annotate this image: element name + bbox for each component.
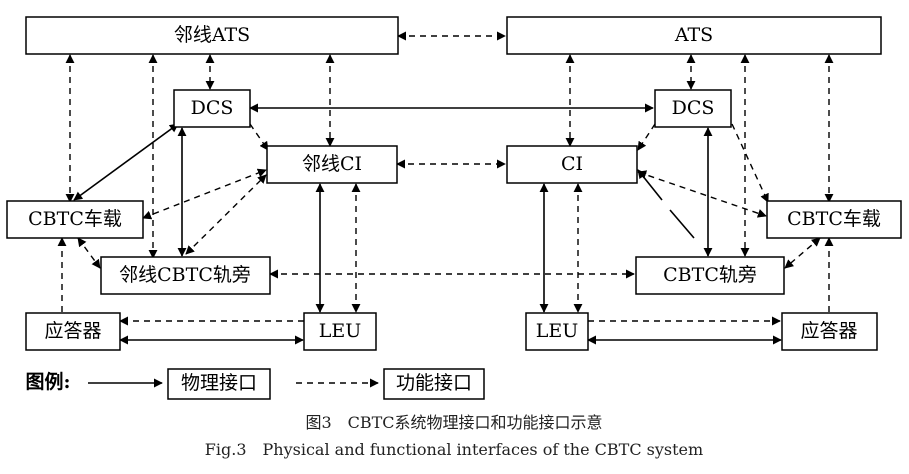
legend-physical: 物理接口: [167, 368, 271, 400]
legend-label: 图例:: [25, 370, 70, 393]
leu-right-label: LEU: [536, 320, 579, 342]
link-onboard-wayside-right: [784, 237, 821, 269]
link-dcs-onboard-right: [731, 123, 769, 203]
box-cbtc-onboard-left: CBTC车载: [6, 200, 144, 239]
ats-right-label: ATS: [674, 24, 713, 46]
link-wayside-ci-left: [185, 174, 267, 255]
link-wayside-ci-right-head: [637, 169, 663, 201]
dcs-left-label: DCS: [191, 97, 234, 119]
box-ci-left: 邻线CI: [266, 145, 398, 184]
caption-cn: 图3 CBTC系统物理接口和功能接口示意: [305, 413, 602, 432]
box-ats-left: 邻线ATS: [25, 16, 399, 55]
box-leu-right: LEU: [525, 312, 589, 351]
box-dcs-right: DCS: [654, 89, 732, 128]
cbtc-onboard-right-label: CBTC车载: [787, 208, 881, 230]
cbtc-wayside-left-label: 邻线CBTC轨旁: [119, 264, 251, 286]
legend-functional-label: 功能接口: [396, 372, 472, 394]
box-cbtc-onboard-right: CBTC车载: [766, 200, 902, 239]
caption-en: Fig.3 Physical and functional interfaces…: [205, 440, 703, 459]
physical-links: [73, 103, 782, 388]
ats-left-label: 邻线ATS: [174, 24, 250, 46]
box-balise-left: 应答器: [25, 312, 121, 351]
legend-physical-label: 物理接口: [181, 372, 257, 394]
box-cbtc-wayside-right: CBTC轨旁: [635, 256, 785, 295]
box-balise-right: 应答器: [781, 312, 878, 351]
box-ats-right: ATS: [506, 16, 882, 55]
box-dcs-left: DCS: [173, 89, 251, 128]
ci-left-label: 邻线CI: [302, 153, 362, 175]
dcs-right-label: DCS: [672, 97, 715, 119]
ci-right-label: CI: [561, 153, 583, 175]
link-onboard-ci-left: [142, 168, 267, 220]
box-cbtc-wayside-left: 邻线CBTC轨旁: [100, 256, 271, 295]
balise-left-label: 应答器: [44, 320, 101, 342]
link-onboard-wayside-left: [77, 237, 101, 269]
box-leu-left: LEU: [303, 312, 377, 351]
link-wayside-ci-right: [669, 209, 695, 239]
box-ci-right: CI: [506, 145, 638, 184]
legend-functional: 功能接口: [383, 368, 485, 400]
balise-right-label: 应答器: [800, 320, 857, 342]
link-dcs-ci-right: [637, 123, 656, 151]
functional-links: [57, 31, 834, 388]
cbtc-wayside-right-label: CBTC轨旁: [663, 264, 757, 286]
link-dcs-ci-left: [249, 123, 269, 151]
leu-left-label: LEU: [319, 320, 362, 342]
link-dcs-onboard-left: [73, 123, 179, 201]
cbtc-onboard-left-label: CBTC车载: [28, 208, 122, 230]
link-ci-onboard-right: [637, 170, 767, 218]
